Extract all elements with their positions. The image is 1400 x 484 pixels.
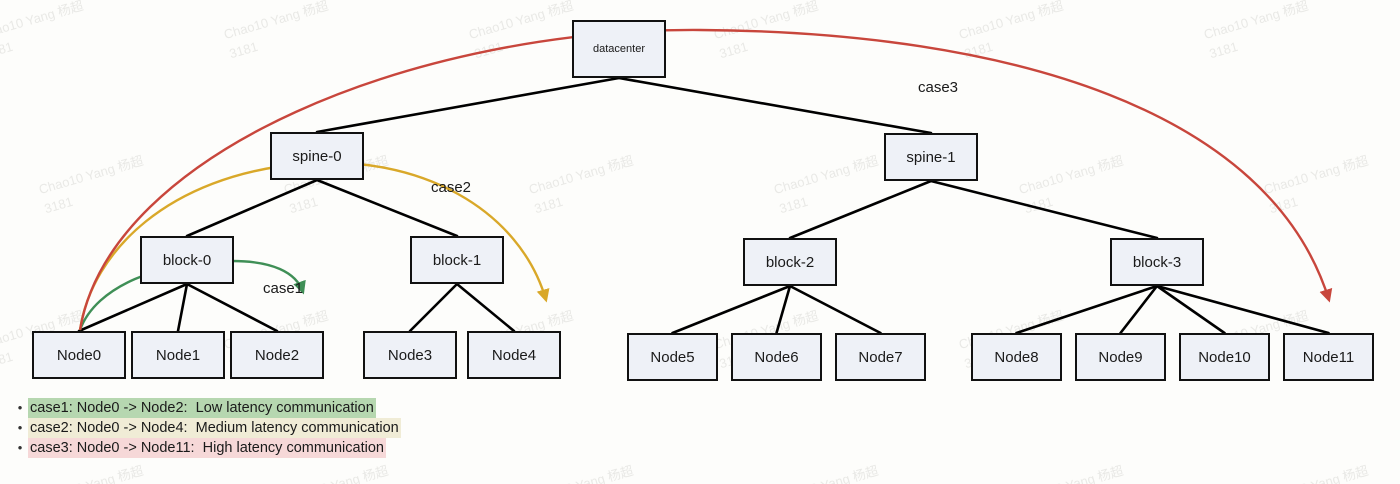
edge-block-0-to-node1 xyxy=(176,282,189,333)
edge-block-2-to-node6 xyxy=(775,284,792,335)
node-node2[interactable]: Node2 xyxy=(230,331,324,379)
node-node5[interactable]: Node5 xyxy=(627,333,718,381)
case-label-case1: case1 xyxy=(263,280,304,297)
edge-block-3-to-node11 xyxy=(1155,284,1330,335)
bullet-icon: • xyxy=(17,420,23,435)
node-label: Node7 xyxy=(858,348,903,366)
node-label: spine-1 xyxy=(906,148,956,166)
node-node7[interactable]: Node7 xyxy=(835,333,926,381)
node-label: block-2 xyxy=(765,253,815,271)
edge-spine-1-to-block-3 xyxy=(929,179,1159,240)
edge-block-1-to-node4 xyxy=(455,282,516,333)
node-label: Node9 xyxy=(1098,348,1143,366)
node-block-2[interactable]: block-2 xyxy=(743,238,837,286)
legend-item-case2: • case2: Node0 -> Node4: Medium latency c… xyxy=(12,418,401,438)
node-label: spine-0 xyxy=(292,147,342,165)
edge-spine-1-to-block-2 xyxy=(788,179,933,240)
edge-spine-0-to-block-0 xyxy=(185,178,319,238)
node-label: block-0 xyxy=(162,251,212,269)
node-spine-1[interactable]: spine-1 xyxy=(884,133,978,181)
edge-block-3-to-node10 xyxy=(1155,284,1226,335)
node-label: Node1 xyxy=(155,346,201,364)
node-label: Node6 xyxy=(754,348,799,366)
bullet-icon: • xyxy=(17,440,23,455)
node-label: Node11 xyxy=(1302,348,1355,366)
bullet-icon: • xyxy=(17,400,23,415)
node-node4[interactable]: Node4 xyxy=(467,331,561,379)
node-node0[interactable]: Node0 xyxy=(32,331,126,379)
legend: • case1: Node0 -> Node2: Low latency comm… xyxy=(12,398,401,458)
edge-block-2-to-node7 xyxy=(788,284,882,335)
edge-block-3-to-node9 xyxy=(1119,284,1159,335)
edge-block-3-to-node8 xyxy=(1015,284,1159,335)
node-block-3[interactable]: block-3 xyxy=(1110,238,1204,286)
legend-item-text: case1: Node0 -> Node2: Low latency commu… xyxy=(28,398,376,418)
node-label: Node5 xyxy=(650,348,695,366)
edge-block-0-to-node0 xyxy=(77,282,189,333)
node-node8[interactable]: Node8 xyxy=(971,333,1062,381)
node-node6[interactable]: Node6 xyxy=(731,333,822,381)
node-label: Node3 xyxy=(387,346,433,364)
edge-datacenter-to-spine-1 xyxy=(617,76,933,135)
node-label: Node0 xyxy=(56,346,102,364)
node-label: Node2 xyxy=(254,346,300,364)
node-node11[interactable]: Node11 xyxy=(1283,333,1374,381)
node-label: Node8 xyxy=(994,348,1039,366)
legend-item-case1: • case1: Node0 -> Node2: Low latency comm… xyxy=(12,398,401,418)
case-label-case3: case3 xyxy=(918,79,959,96)
edge-block-2-to-node5 xyxy=(671,284,792,335)
node-label: Node10 xyxy=(1198,348,1251,366)
node-label: datacenter xyxy=(593,43,645,55)
node-label: Node4 xyxy=(491,346,537,364)
edge-datacenter-to-spine-0 xyxy=(315,76,621,134)
legend-item-text: case3: Node0 -> Node11: High latency com… xyxy=(28,438,386,458)
node-node10[interactable]: Node10 xyxy=(1179,333,1270,381)
node-label: block-1 xyxy=(432,251,482,269)
case-label-case2: case2 xyxy=(431,179,472,196)
edge-block-1-to-node3 xyxy=(408,282,459,333)
node-node9[interactable]: Node9 xyxy=(1075,333,1166,381)
node-node3[interactable]: Node3 xyxy=(363,331,457,379)
node-node1[interactable]: Node1 xyxy=(131,331,225,379)
node-spine-0[interactable]: spine-0 xyxy=(270,132,364,180)
node-label: block-3 xyxy=(1132,253,1182,271)
node-block-0[interactable]: block-0 xyxy=(140,236,234,284)
node-datacenter[interactable]: datacenter xyxy=(572,20,666,78)
node-block-1[interactable]: block-1 xyxy=(410,236,504,284)
legend-item-case3: • case3: Node0 -> Node11: High latency co… xyxy=(12,438,401,458)
legend-item-text: case2: Node0 -> Node4: Medium latency co… xyxy=(28,418,401,438)
